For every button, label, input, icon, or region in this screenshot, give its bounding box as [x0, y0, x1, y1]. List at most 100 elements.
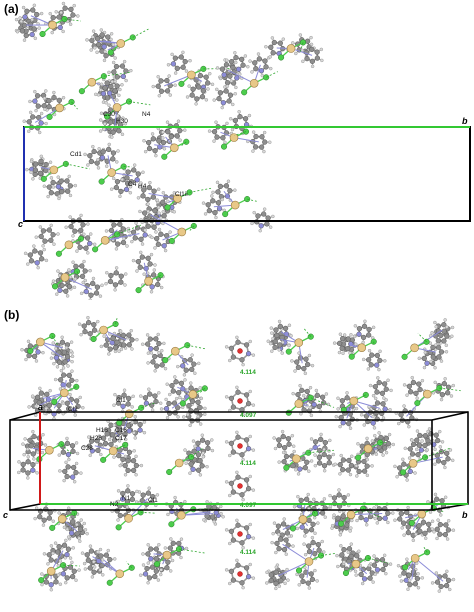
hydrogen-atom — [69, 340, 74, 344]
carbon-atom — [197, 72, 204, 79]
carbon-atom — [224, 80, 231, 86]
carbon-atom — [48, 190, 54, 196]
hydrogen-atom — [112, 403, 116, 407]
carbon-atom — [314, 392, 320, 399]
carbon-atom — [112, 88, 118, 94]
carbon-atom — [46, 552, 52, 558]
nitrogen-atom — [101, 44, 107, 50]
carbon-atom — [417, 432, 423, 439]
carbon-atom — [326, 460, 332, 466]
hydrogen-atom — [444, 350, 449, 354]
nitrogen-atom — [297, 466, 303, 472]
hydrogen-atom — [139, 394, 143, 398]
carbon-atom — [380, 401, 386, 407]
chlorine-atom — [38, 577, 45, 584]
hydrogen-atom — [168, 93, 172, 97]
hydrogen-atom — [373, 572, 377, 577]
hydrogen-atom — [90, 575, 95, 579]
hydrogen-atom — [64, 345, 69, 350]
hydrogen-atom — [251, 149, 255, 153]
carbon-atom — [314, 55, 321, 61]
carbon-atom — [348, 553, 354, 560]
hydrogen-atom — [168, 230, 172, 234]
hydrogen-atom — [435, 536, 439, 541]
hydrogen-atom — [73, 183, 78, 188]
hydrogen-bond — [63, 564, 80, 567]
hydrogen-atom — [96, 319, 100, 324]
hydrogen-atom — [162, 341, 166, 346]
nitrogen-atom — [363, 517, 369, 523]
nitrogen-atom — [418, 447, 425, 453]
carbon-atom — [104, 95, 111, 101]
hydrogen-atom — [350, 518, 354, 523]
cadmium-atom — [49, 165, 59, 175]
hydrogen-atom — [277, 532, 281, 537]
bond — [148, 193, 178, 199]
carbon-atom — [284, 530, 291, 536]
hydrogen-atom — [115, 160, 119, 164]
hydrogen-atom — [405, 557, 409, 561]
chlorine-atom — [116, 419, 123, 426]
nitrogen-atom — [258, 223, 264, 229]
hydrogen-atom — [309, 35, 313, 40]
cadmium-atom — [351, 559, 361, 569]
carbon-atom — [116, 128, 122, 134]
carbon-atom — [93, 290, 100, 296]
carbon-atom — [145, 551, 151, 557]
carbon-atom — [278, 578, 284, 584]
carbon-atom — [103, 52, 109, 59]
hydrogen-bond — [73, 512, 76, 518]
carbon-atom — [204, 440, 211, 446]
hydrogen-atom — [119, 347, 124, 352]
hydrogen-atom — [420, 439, 424, 443]
hydrogen-atom — [188, 423, 192, 428]
hydrogen-atom — [75, 451, 80, 456]
hydrogen-atom — [74, 461, 79, 466]
carbon-atom — [368, 362, 374, 368]
carbon-atom — [304, 459, 310, 465]
carbon-atom — [70, 448, 76, 455]
hydrogen-bond — [417, 332, 427, 343]
nitrogen-atom — [57, 287, 63, 293]
carbon-atom — [339, 345, 345, 352]
carbon-atom — [128, 179, 135, 185]
hydrogen-atom — [158, 401, 163, 405]
chlorine-atom — [348, 353, 355, 360]
carbon-atom — [262, 139, 268, 145]
hydrogen-atom — [118, 329, 123, 333]
hydrogen-atom — [70, 359, 74, 364]
hydrogen-atom — [342, 560, 346, 564]
hydrogen-atom — [328, 438, 332, 443]
hydrogen-atom — [100, 558, 105, 562]
hydrogen-atom — [225, 121, 229, 126]
carbon-atom — [380, 566, 386, 573]
carbon-atom — [48, 557, 54, 563]
chlorine-atom — [278, 54, 285, 61]
hydrogen-atom — [410, 438, 414, 442]
hydrogen-bond — [367, 557, 389, 564]
hydrogen-atom — [264, 45, 268, 49]
nitrogen-atom — [65, 451, 72, 458]
carbon-atom — [132, 235, 138, 241]
hydrogen-atom — [20, 348, 24, 352]
hydrogen-atom — [67, 268, 71, 272]
hydrogen-atom — [352, 334, 357, 339]
hydrogen-atom — [116, 499, 120, 504]
hydrogen-atom — [446, 519, 451, 523]
bond — [128, 498, 148, 519]
carbon-atom — [274, 332, 280, 339]
hydrogen-atom — [86, 163, 90, 167]
hydrogen-atom — [309, 437, 314, 441]
carbon-atom — [437, 531, 443, 537]
hydrogen-atom — [132, 163, 137, 167]
carbon-atom — [445, 577, 452, 583]
carbon-atom — [410, 441, 417, 448]
carbon-atom — [126, 342, 132, 348]
carbon-atom — [150, 194, 156, 200]
hydrogen-atom — [246, 64, 250, 69]
hydrogen-atom — [273, 446, 278, 451]
hydrogen-atom — [243, 54, 248, 58]
carbon-atom — [32, 167, 39, 173]
carbon-atom — [211, 128, 218, 135]
carbon-atom — [33, 161, 39, 167]
